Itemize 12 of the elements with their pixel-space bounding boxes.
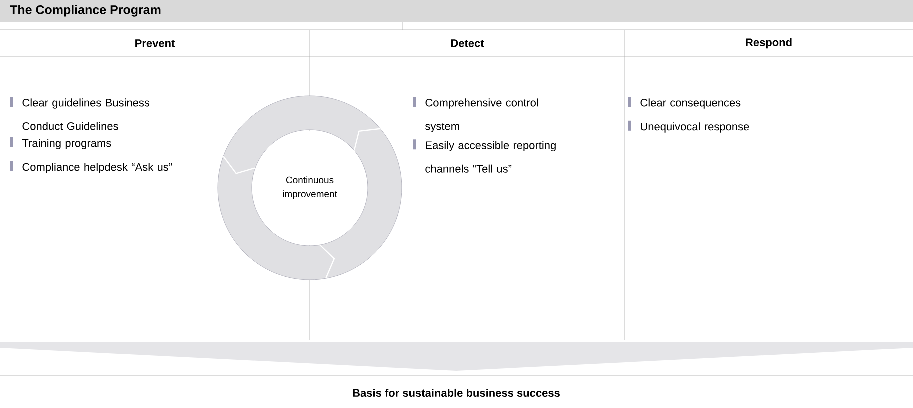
- bullet-item: Compliance helpdesk “Ask us”: [10, 161, 172, 174]
- column-heading: Detect: [451, 40, 484, 48]
- title-bar: The Compliance Program: [0, 0, 913, 22]
- bullet-item: Easily accessible reporting channels “Tell us”: [413, 140, 556, 173]
- bullet-item: Unequivocal response: [628, 120, 750, 133]
- column-heading: Prevent: [136, 40, 176, 48]
- column-heading: Respond: [746, 38, 792, 49]
- bullet-item: Clear consequences: [628, 97, 741, 109]
- bullet-item: Training programs: [10, 137, 112, 150]
- bullet-item: Comprehensive control system: [413, 97, 538, 132]
- bullet-item: Clear guidelines Business Conduct Guidelines: [10, 97, 150, 130]
- footer-text: Basis for sustainable business success: [353, 388, 560, 398]
